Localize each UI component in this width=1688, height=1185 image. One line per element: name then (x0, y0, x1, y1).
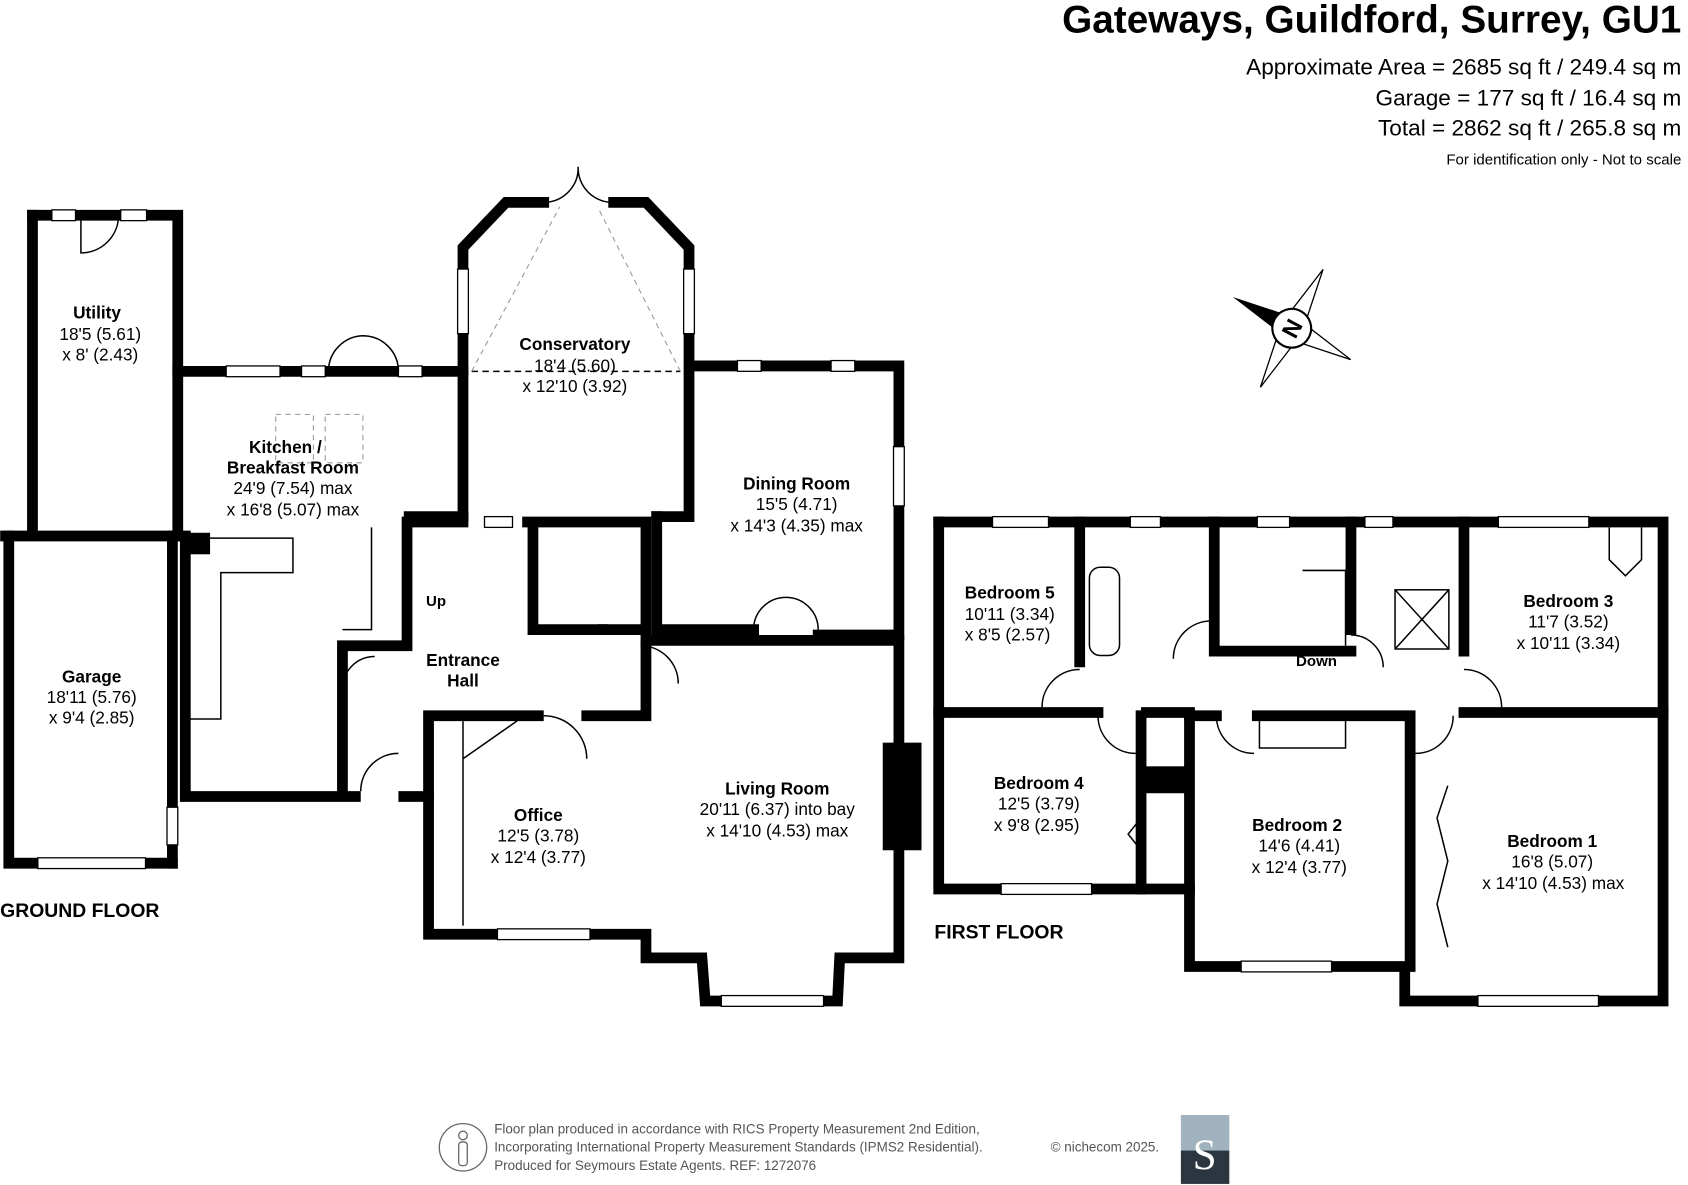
room-dimensions: x 14'10 (4.53) max (706, 820, 848, 840)
room-name: Office (514, 805, 563, 825)
room-dimensions: 14'6 (4.41) (1258, 835, 1340, 855)
room-name: Garage (62, 666, 121, 686)
room-dimensions: x 12'4 (3.77) (1252, 857, 1347, 877)
room-dimensions: x 12'10 (3.92) (523, 376, 628, 396)
room-dimensions: 18'4 (5.60) (534, 355, 616, 375)
room-bedroom-1: Bedroom 1 16'8 (5.07) x 14'10 (4.53) max (1482, 831, 1624, 893)
first-floor-windows (991, 515, 1643, 1007)
room-garage: Garage 18'11 (5.76) x 9'4 (2.85) (47, 666, 137, 727)
room-dimensions: x 9'4 (2.85) (49, 707, 135, 727)
room-name: Bedroom 3 (1523, 591, 1613, 611)
room-name: Conservatory (519, 334, 630, 354)
room-dimensions: 12'5 (3.78) (497, 826, 579, 846)
room-dimensions: x 8' (2.43) (62, 345, 138, 365)
agent-logo: S (1180, 1115, 1230, 1184)
room-kitchen: Kitchen / Breakfast Room 24'9 (7.54) max… (227, 437, 360, 519)
room-living: Living Room 20'11 (6.37) into bay x 14'1… (700, 778, 856, 840)
room-dimensions: x 14'10 (4.53) max (1482, 873, 1624, 893)
room-utility: Utility 18'5 (5.61) x 8' (2.43) (59, 303, 141, 365)
room-name: Kitchen / (249, 437, 322, 457)
room-name: Bedroom 4 (994, 773, 1084, 793)
room-office: Office 12'5 (3.78) x 12'4 (3.77) (491, 805, 586, 867)
room-dimensions: x 16'8 (5.07) max (227, 500, 360, 520)
room-name: Hall (447, 671, 479, 691)
total-area: Total = 2862 sq ft / 265.8 sq m (1378, 116, 1681, 141)
room-bedroom-3: Bedroom 3 11'7 (3.52) x 10'11 (3.34) (1517, 591, 1620, 653)
copyright: © nichecom 2025. (1051, 1140, 1160, 1155)
ipms-person-icon (438, 1123, 488, 1172)
ground-floor-windows (37, 166, 905, 1007)
footer-line-3: Produced for Seymours Estate Agents. REF… (494, 1158, 816, 1173)
scale-disclaimer: For identification only - Not to scale (1446, 152, 1681, 169)
room-dimensions: 12'5 (3.79) (998, 793, 1080, 813)
room-name: Dining Room (743, 474, 850, 494)
room-bedroom-4: Bedroom 4 12'5 (3.79) x 9'8 (2.95) (994, 773, 1084, 835)
room-name: Bedroom 1 (1507, 831, 1597, 851)
room-dimensions: 18'5 (5.61) (59, 324, 141, 344)
room-dining: Dining Room 15'5 (4.71) x 14'3 (4.35) ma… (730, 474, 863, 536)
compass-icon (1232, 268, 1352, 388)
room-name: Living Room (725, 778, 829, 798)
room-dimensions: 10'11 (3.34) (965, 604, 1055, 624)
room-dimensions: 15'5 (4.71) (756, 494, 838, 514)
garage-area: Garage = 177 sq ft / 16.4 sq m (1376, 85, 1682, 110)
room-dimensions: x 12'4 (3.77) (491, 847, 586, 867)
room-dimensions: x 9'8 (2.95) (994, 815, 1080, 835)
property-title: Gateways, Guildford, Surrey, GU1 (1062, 0, 1681, 41)
room-name: Utility (73, 303, 121, 323)
room-name: Bedroom 5 (965, 582, 1055, 602)
room-name: Bedroom 2 (1252, 815, 1342, 835)
room-dimensions: 16'8 (5.07) (1511, 851, 1593, 871)
room-dimensions: 11'7 (3.52) (1528, 611, 1609, 631)
room-dimensions: x 14'3 (4.35) max (730, 516, 863, 536)
room-bedroom-5: Bedroom 5 10'11 (3.34) x 8'5 (2.57) (965, 582, 1055, 644)
room-entrance-hall: Entrance Hall (426, 650, 500, 690)
footer-line-2: Incorporating International Property Mea… (494, 1140, 982, 1155)
stairs-down-label: Down (1296, 653, 1337, 670)
room-name: Breakfast Room (227, 458, 359, 478)
room-dimensions: 24'9 (7.54) max (233, 478, 352, 498)
logo-letter: S (1193, 1132, 1217, 1179)
room-conservatory: Conservatory 18'4 (5.60) x 12'10 (3.92) (519, 334, 630, 396)
stairs-up-label: Up (426, 593, 446, 610)
footer-line-1: Floor plan produced in accordance with R… (494, 1121, 980, 1136)
room-dimensions: 20'11 (6.37) into bay (700, 799, 856, 819)
room-bedroom-2: Bedroom 2 14'6 (4.41) x 12'4 (3.77) (1252, 815, 1347, 877)
room-dimensions: 18'11 (5.76) (47, 687, 137, 707)
ground-floor-label: GROUND FLOOR (0, 900, 159, 922)
first-floor-walls (933, 516, 1669, 1007)
room-dimensions: x 8'5 (2.57) (965, 624, 1051, 644)
first-floor-label: FIRST FLOOR (934, 922, 1063, 944)
room-dimensions: x 10'11 (3.34) (1517, 633, 1620, 653)
room-name: Entrance (426, 650, 500, 670)
approximate-area: Approximate Area = 2685 sq ft / 249.4 sq… (1246, 54, 1681, 79)
